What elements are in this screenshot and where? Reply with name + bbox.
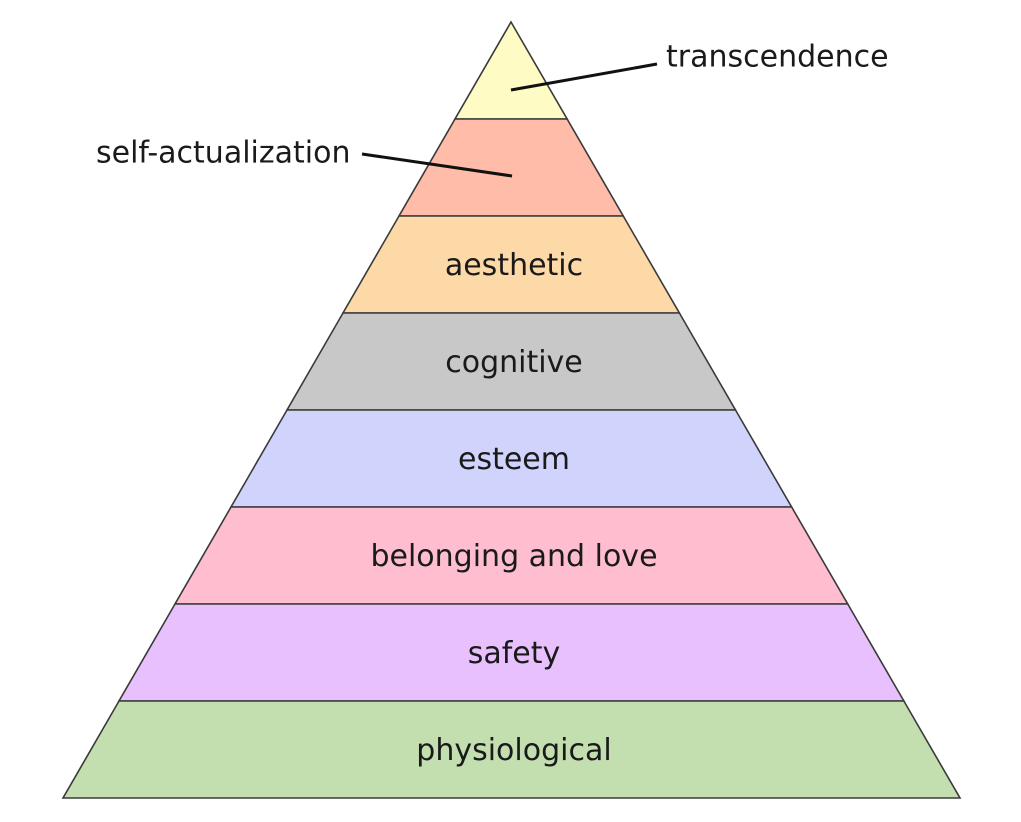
pyramid-label-safety: safety [468,636,561,671]
pyramid-label-physiological: physiological [416,733,611,768]
callout-line-self-actualization [361,152,513,178]
pyramid-label-esteem: esteem [458,442,570,477]
pyramid-labels: aesthetic cognitive esteem belonging and lo… [370,248,657,768]
callout-label-self-actualization: self-actualization [96,136,350,171]
pyramid-layer-physiological [61,700,962,799]
pyramid-label-cognitive: cognitive [445,345,583,380]
pyramid-layer-self-actualization [397,118,625,217]
callout-label-transcendence: transcendence [666,40,889,75]
callout-line-transcendence [510,62,658,92]
pyramid-callouts: transcendence self-actualization [96,40,889,178]
pyramid-label-belonging-and-love: belonging and love [370,539,657,574]
pyramid-label-aesthetic: aesthetic [445,248,583,283]
pyramid-layer-transcendence [453,20,569,120]
pyramid-layers [61,20,962,799]
